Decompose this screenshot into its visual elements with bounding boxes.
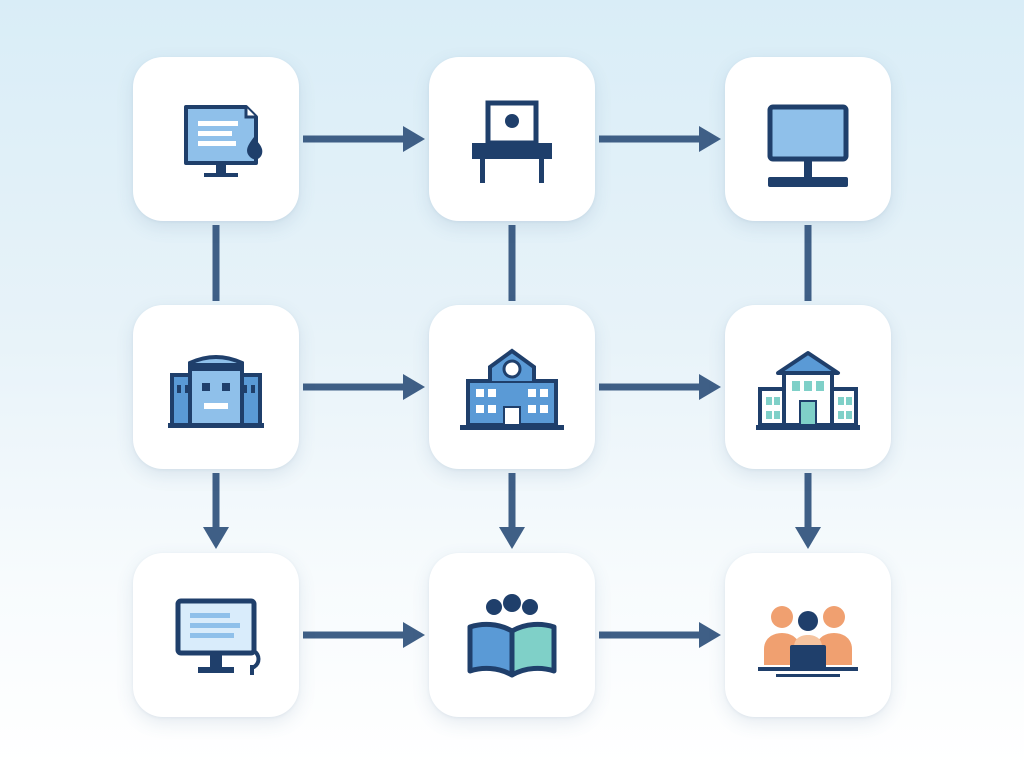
connector-n7-n8 (303, 622, 425, 648)
arrowhead (699, 126, 721, 152)
office-building-icon (168, 355, 264, 428)
connector-n2-n3 (599, 126, 721, 152)
node-computer-document[interactable] (133, 57, 299, 221)
arrowhead (795, 527, 821, 549)
arrowhead (699, 622, 721, 648)
arrowhead (203, 527, 229, 549)
connector-n4-n5 (303, 374, 425, 400)
node-school-building[interactable] (429, 305, 595, 469)
connector-n1-n2 (303, 126, 425, 152)
connector-n8-n9 (599, 622, 721, 648)
node-group-book[interactable] (429, 553, 595, 717)
arrowhead (499, 527, 525, 549)
government-building-icon (756, 351, 860, 430)
school-building-icon (460, 348, 564, 430)
connector-n4-n7 (203, 473, 229, 549)
connector-n5-n8 (499, 473, 525, 549)
group-book-icon (467, 594, 557, 678)
connector-n5-n6 (599, 374, 721, 400)
computer-screen-icon (175, 598, 261, 675)
arrowhead (403, 126, 425, 152)
node-government-building[interactable] (725, 305, 891, 469)
arrowhead (699, 374, 721, 400)
node-monitor[interactable] (725, 57, 891, 221)
team-laptop-icon (758, 606, 858, 677)
node-desk[interactable] (429, 57, 595, 221)
computer-document-icon (184, 105, 263, 177)
connector-n6-n9 (795, 473, 821, 549)
node-office-building[interactable] (133, 305, 299, 469)
monitor-icon (767, 104, 849, 187)
desk-icon (472, 100, 552, 183)
arrowhead (403, 374, 425, 400)
node-computer-screen[interactable] (133, 553, 299, 717)
arrowhead (403, 622, 425, 648)
node-team-laptop[interactable] (725, 553, 891, 717)
